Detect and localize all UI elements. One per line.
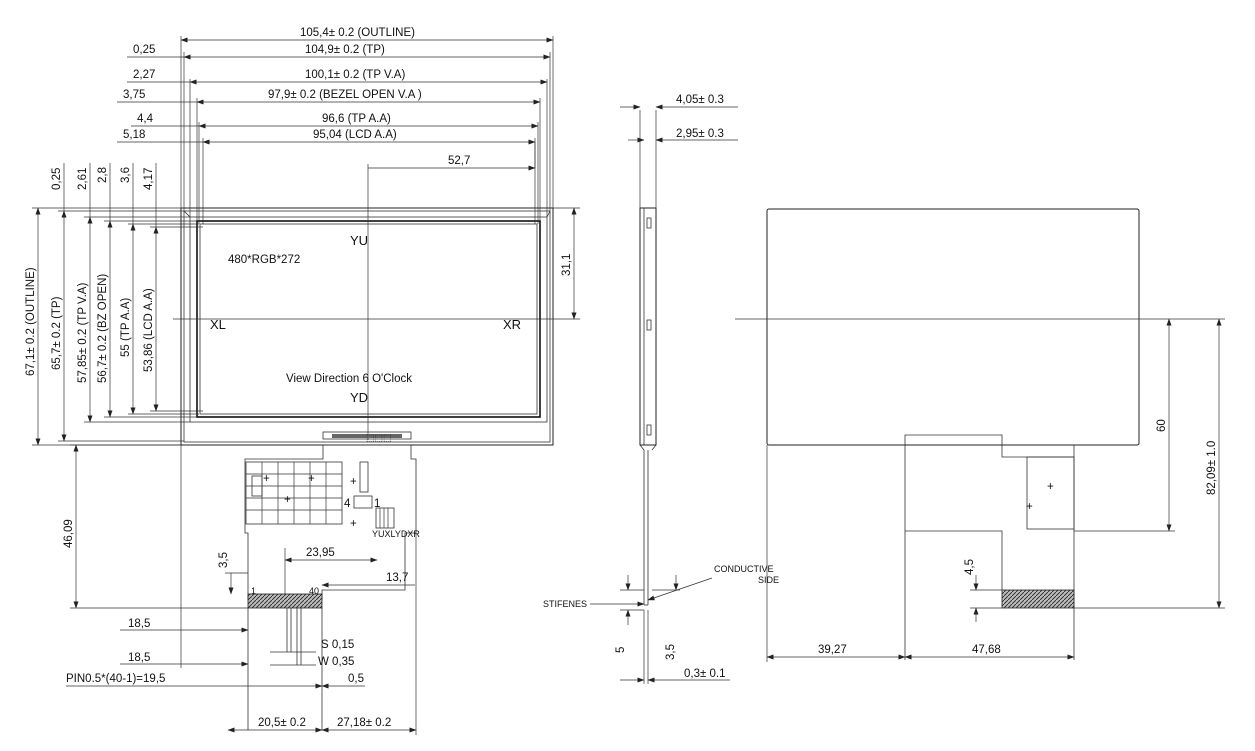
label-yu: YU (350, 233, 368, 248)
side-view: 4,05± 0.3 2,95± 0.3 CONDUCTIVE SIDE STIF… (543, 94, 779, 684)
dim-47-68: 47,68 (972, 644, 1001, 656)
label-xr: XR (503, 317, 521, 332)
fpc-gold-fingers (247, 593, 323, 609)
fpc-dimensions: 46,09 3,5 23,95 13,7 18,5 18,5 S 0,15 W … (63, 444, 417, 735)
dim-4-05: 4,05± 0.3 (676, 94, 724, 106)
dim-18-5-b: 18,5 (128, 652, 150, 664)
dim-tp-width: 104,9± 0.2 (TP) (305, 44, 385, 56)
offset-3-75: 3,75 (123, 89, 145, 101)
dim-18-5-a: 18,5 (128, 618, 150, 630)
top-dimensions: 105,4± 0.2 (OUTLINE) 104,9± 0.2 (TP) 100… (117, 27, 554, 224)
offset-5-18: 5,18 (123, 129, 145, 141)
dim-4-5-back: 4,5 (964, 559, 976, 575)
top-offset-2-8: 2,8 (97, 167, 109, 183)
dim-13-7: 13,7 (386, 572, 408, 584)
dim-center-offset: 52,7 (448, 155, 470, 167)
cross-mark: + (263, 473, 270, 485)
connector-text: YUXLYDXR (372, 529, 420, 539)
dim-bz-open-height: 56,7± 0.2 (BZ OPEN) (97, 274, 109, 383)
cross-mark: + (308, 473, 315, 485)
cross-mark: + (350, 476, 357, 488)
resolution-label: 480*RGB*272 (228, 254, 300, 266)
pin-1-finger-label: 1 (251, 586, 256, 596)
front-view: ⬚⬚⬚ YU YD XL XR 480*RGB*272 View Directi… (25, 27, 580, 735)
offset-2-27: 2,27 (133, 69, 155, 81)
offset-4-4: 4,4 (137, 113, 154, 125)
back-fpc-stiffener (1026, 456, 1075, 530)
top-offset-4-17: 4,17 (143, 168, 155, 190)
dim-3-5-fpc: 3,5 (218, 552, 230, 568)
cross-mark: + (1047, 481, 1054, 493)
dim-60: 60 (1156, 419, 1168, 432)
side-label: SIDE (758, 575, 779, 585)
dim-20-5: 20,5± 0.2 (258, 717, 306, 729)
fpc: + + + + + 4 1 YUXLYDXR 1 40 (244, 444, 420, 730)
dim-46-09: 46,09 (63, 519, 75, 548)
dim-s-0-15: S 0,15 (321, 639, 354, 651)
dim-outline-height: 67,1± 0.2 (OUTLINE) (25, 267, 37, 376)
dim-tp-va-height: 57,85± 0.2 (TP V.A) (77, 283, 89, 383)
panel-connector (322, 431, 412, 440)
pin-4-label: 4 (344, 498, 351, 510)
dim-0-5: 0,5 (348, 673, 364, 685)
left-dimensions: 67,1± 0.2 (OUTLINE) 65,7± 0.2 (TP) 57,85… (25, 163, 203, 446)
dim-0-3: 0,3± 0.1 (684, 668, 725, 680)
conductive-label: CONDUCTIVE (714, 564, 774, 574)
dim-tp-aa-height: 55 (TP A.A) (120, 298, 132, 357)
dim-pin-pitch: PIN0.5*(40-1)=19,5 (66, 673, 165, 685)
view-direction-label: View Direction 6 O'Clock (286, 373, 412, 385)
pin-1-label: 1 (374, 498, 380, 510)
offset-0-25: 0,25 (133, 44, 155, 56)
back-body (766, 208, 1140, 446)
dim-w-0-35: W 0,35 (318, 656, 354, 668)
dim-27-18: 27,18± 0.2 (337, 717, 391, 729)
dim-tp-aa-width: 96,6 (TP A.A) (322, 113, 391, 125)
dim-39-27: 39,27 (818, 644, 847, 656)
cross-mark: + (350, 518, 357, 530)
pin-label-bar: ⬚⬚⬚ (366, 433, 392, 443)
dim-lcd-aa-height: 53,86 (LCD A.A) (143, 288, 155, 372)
top-offset-0-25: 0,25 (51, 168, 63, 190)
stifenes-label: STIFENES (543, 599, 587, 609)
dim-5-side: 5 (615, 647, 627, 653)
dim-2-95: 2,95± 0.3 (676, 128, 724, 140)
dim-23-95: 23,95 (306, 547, 335, 559)
dim-3-5-side: 3,5 (665, 644, 677, 660)
tp-va-frame (189, 216, 548, 423)
dim-bezel-open-width: 97,9± 0.2 (BEZEL OPEN V.A ) (268, 89, 422, 101)
dim-tp-height: 65,7± 0.2 (TP) (51, 296, 63, 370)
tp-frame (183, 210, 551, 443)
dim-tp-va-width: 100,1± 0.2 (TP V.A) (305, 69, 405, 81)
back-gold-fingers (1001, 589, 1075, 609)
dim-lcd-aa-width: 95,04 (LCD A.A) (313, 129, 397, 141)
dim-outline-width: 105,4± 0.2 (OUTLINE) (300, 27, 415, 39)
dim-31-1: 31,1 (561, 254, 573, 276)
right-dimension: 31,1 (553, 207, 580, 320)
label-xl: XL (210, 317, 226, 332)
top-offset-3-6: 3,6 (120, 167, 132, 183)
back-view: + + 60 82,09± 1.0 39,27 47,68 4,5 (735, 208, 1225, 662)
top-offset-2-61: 2,61 (77, 168, 89, 190)
cross-mark: + (284, 494, 291, 506)
pin-40-finger-label: 40 (309, 586, 319, 596)
cross-mark: + (1026, 501, 1033, 513)
label-yd: YD (350, 390, 368, 405)
dim-82-09: 82,09± 1.0 (1206, 441, 1218, 495)
side-body (639, 207, 657, 446)
